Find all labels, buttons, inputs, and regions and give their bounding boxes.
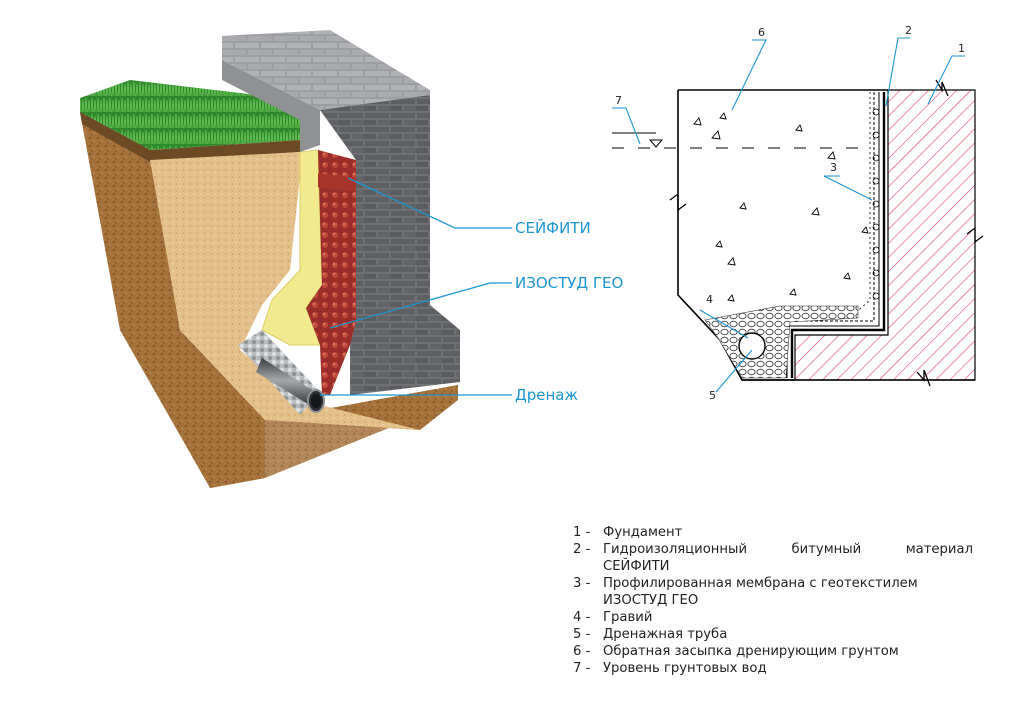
legend-number: 6 - xyxy=(573,644,591,659)
legend-text-continued: СЕЙФИТИ xyxy=(603,559,670,574)
callout-drain-label: Дренаж xyxy=(515,386,578,404)
legend-text: Гравий xyxy=(603,610,653,625)
break-marks xyxy=(669,79,984,387)
legend-number: 1 - xyxy=(573,525,591,540)
callout-isostud-label: ИЗОСТУД ГЕО xyxy=(515,274,624,292)
backfill-layer xyxy=(150,152,420,430)
brick-wall-top xyxy=(222,30,430,110)
backfill-aggregate xyxy=(693,112,869,302)
marker-4: 4 xyxy=(706,293,713,306)
grass-layer xyxy=(80,80,300,150)
legend-text: Гидроизоляционный битумный материал xyxy=(603,542,973,557)
marker-6: 6 xyxy=(758,26,765,39)
legend-text: Уровень грунтовых вод xyxy=(603,661,767,676)
callout-leaders xyxy=(320,177,512,396)
marker-7: 7 xyxy=(615,94,622,107)
legend-item: 5 - Дренажная труба xyxy=(573,626,973,643)
marker-5: 5 xyxy=(709,389,716,402)
legend-number: 7 - xyxy=(573,661,591,676)
legend-item: 4 - Гравий xyxy=(573,609,973,626)
groundwater-level xyxy=(612,132,866,149)
legend-number: 5 - xyxy=(573,627,591,642)
legend-text: Обратная засыпка дренирующим грунтом xyxy=(603,644,899,659)
legend-item: 6 - Обратная засыпка дренирующим грунтом xyxy=(573,643,973,660)
legend-number: 2 - xyxy=(573,542,591,557)
brick-wall xyxy=(320,95,460,395)
membrane-dimples xyxy=(872,108,880,300)
legend-item: 7 - Уровень грунтовых вод xyxy=(573,660,973,677)
legend-text: Фундамент xyxy=(603,525,683,540)
drain-pipe xyxy=(256,358,325,413)
legend-text: Профилированная мембрана с геотекстилем xyxy=(603,576,918,591)
legend-item: 2 - Гидроизоляционный битумный материал xyxy=(573,541,973,558)
drain-pipe-section xyxy=(738,332,766,360)
legend: 1 - Фундамент 2 - Гидроизоляционный биту… xyxy=(573,524,973,677)
marker-2: 2 xyxy=(905,24,912,37)
marker-1: 1 xyxy=(958,42,965,55)
legend-item: 1 - Фундамент xyxy=(573,524,973,541)
callout-safety-label: СЕЙФИТИ xyxy=(515,219,591,237)
marker-leaders xyxy=(612,37,965,393)
soil-block-front xyxy=(80,112,265,488)
legend-number: 3 - xyxy=(573,576,591,591)
legend-number: 4 - xyxy=(573,610,591,625)
legend-item: 3 - Профилированная мембрана с геотексти… xyxy=(573,575,973,592)
legend-text-continued: ИЗОСТУД ГЕО xyxy=(603,593,699,608)
legend-text: Дренажная труба xyxy=(603,627,728,642)
marker-3: 3 xyxy=(830,161,837,174)
